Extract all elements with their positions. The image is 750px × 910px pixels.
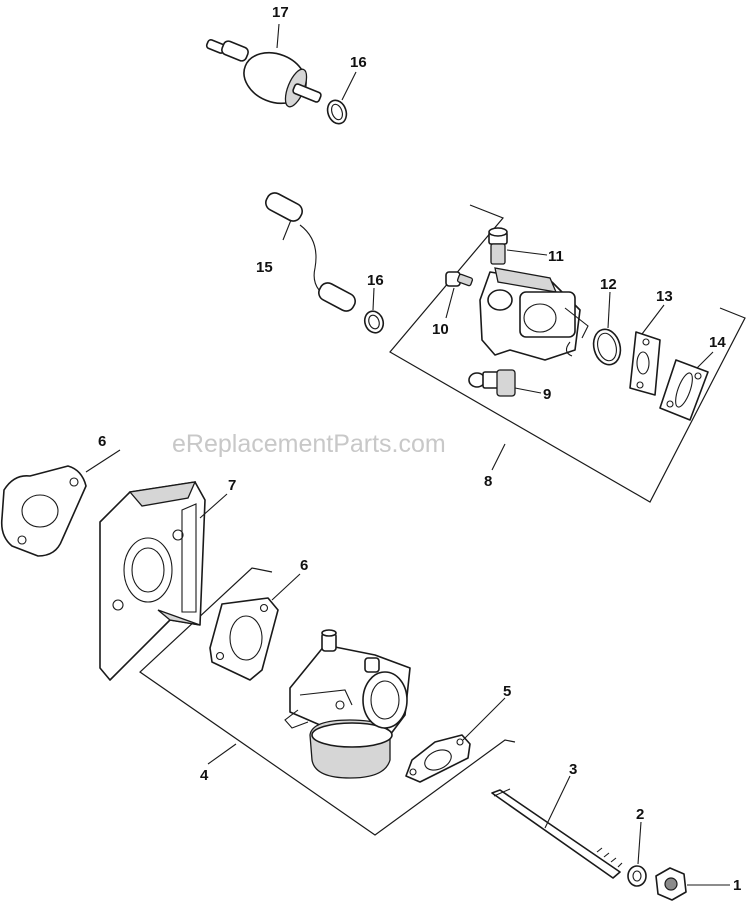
- callout-7: 7: [228, 477, 236, 494]
- part-14-gasket: [659, 359, 709, 421]
- callout-17: 17: [272, 4, 289, 21]
- callout-12: 12: [600, 276, 617, 293]
- callout-16: 16: [367, 272, 384, 289]
- part-16-hose-clamp-top: [326, 99, 348, 125]
- callout-labels: 17 16 11 15 16 12 13 10 14 9 6 8 7 6 5 4…: [98, 4, 741, 894]
- callout-6: 6: [98, 433, 106, 450]
- fuel-pump-body: [479, 267, 589, 361]
- callout-3: 3: [569, 761, 577, 778]
- callout-5: 5: [503, 683, 511, 700]
- callout-2: 2: [636, 806, 644, 823]
- callout-15: 15: [256, 259, 273, 276]
- callout-4: 4: [200, 767, 209, 784]
- carburetor: [284, 629, 411, 779]
- bracket-fuel-pump-assembly: [389, 204, 746, 503]
- callout-6: 6: [300, 557, 308, 574]
- part-15-fuel-line: [265, 192, 356, 312]
- part-7-heat-shield: [99, 481, 206, 681]
- callout-8: 8: [484, 473, 492, 490]
- callout-1: 1: [733, 877, 741, 894]
- part-17-fuel-filter: [205, 39, 322, 108]
- part-2-lock-washer: [627, 865, 647, 887]
- part-6-gasket-middle: [209, 597, 279, 681]
- leader-lines: [85, 23, 730, 886]
- callout-11: 11: [548, 248, 564, 265]
- part-6-gasket-upper: [0, 465, 87, 557]
- watermark: eReplacementParts.com: [172, 430, 446, 458]
- part-1-nut: [655, 867, 687, 901]
- part-16-hose-clamp-middle: [363, 310, 385, 334]
- part-9-elbow-fitting: [468, 369, 516, 397]
- part-5-gasket: [405, 734, 471, 783]
- part-11-fuel-fitting: [488, 227, 508, 265]
- part-3-stud: [491, 788, 623, 879]
- callout-16: 16: [350, 54, 367, 71]
- part-12-o-ring: [592, 328, 622, 366]
- part-10-screw: [445, 271, 474, 287]
- callout-9: 9: [543, 386, 551, 403]
- callout-14: 14: [709, 334, 726, 351]
- bracket-carburetor-assembly: [139, 567, 516, 836]
- callout-13: 13: [656, 288, 673, 305]
- part-13-gasket: [629, 331, 661, 396]
- callout-10: 10: [432, 321, 449, 338]
